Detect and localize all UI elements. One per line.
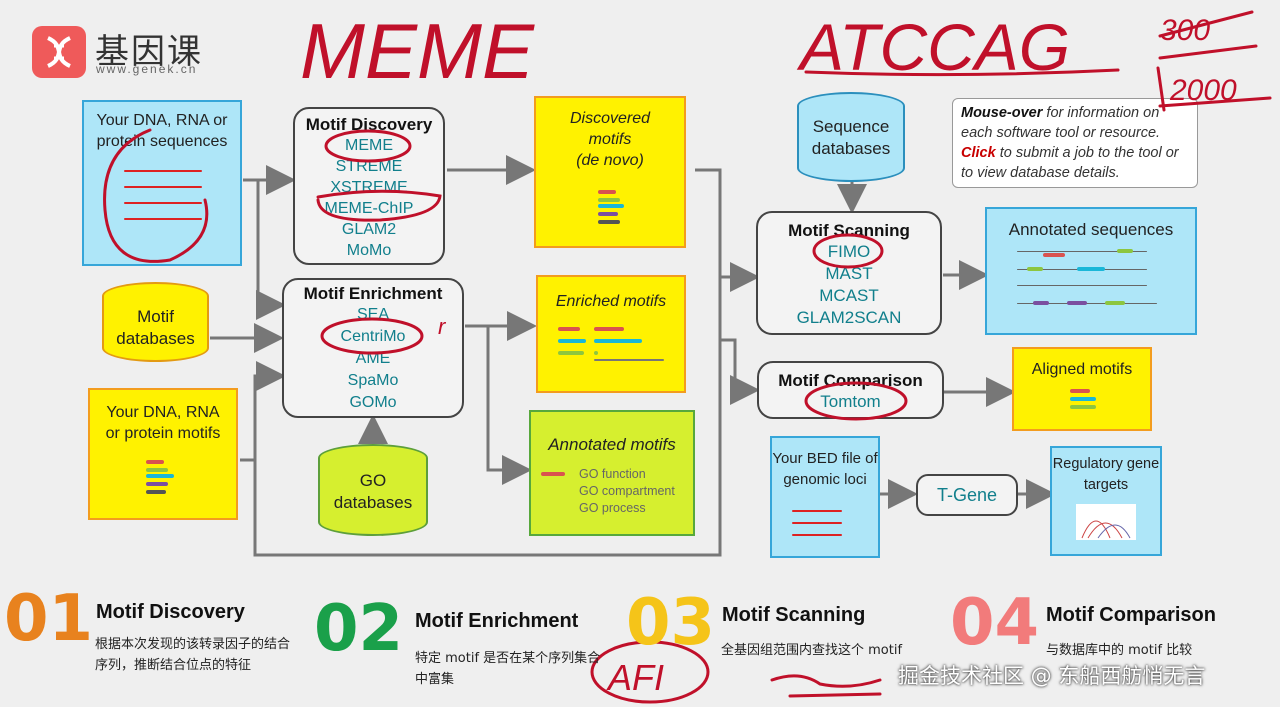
tool-mast[interactable]: MAST [825, 264, 873, 283]
input-motifs-line1: Your DNA, RNA [106, 404, 220, 421]
motif-scanning-box: Motif Scanning FIMO MAST MCAST GLAM2SCAN [756, 211, 942, 335]
seq-db-line2: databases [811, 139, 891, 158]
go-function-label: GO function [579, 467, 646, 481]
section-02-desc: 特定 motif 是否在某个序列集合中富集 [415, 651, 601, 687]
tool-spamo[interactable]: SpaMo [347, 372, 399, 389]
section-04-desc: 与数据库中的 motif 比较 [1046, 643, 1193, 658]
logo-url: www.genek.cn [96, 62, 198, 76]
input-motifs-doc[interactable]: Your DNA, RNA or protein motifs [88, 388, 238, 520]
discovered-line2: motifs [588, 131, 632, 148]
hand-meme-text: MEME [300, 7, 535, 95]
input-motifs-line2: or protein motifs [105, 425, 221, 442]
regulatory-arcs-icon [1076, 504, 1136, 540]
motif-databases-cylinder[interactable]: Motif databases [102, 282, 209, 362]
regulatory-line1: Regulatory gene [1052, 456, 1160, 472]
hand-n1-text: 300 [1160, 14, 1210, 47]
watermark: 掘金技术社区 @ 东船西舫悄无言 [898, 664, 1206, 688]
section-03-desc: 全基因组范围内查找这个 motif [721, 643, 903, 658]
input-sequences-line2: protein sequences [96, 133, 228, 150]
click-text: to submit a job to the tool or to view d… [961, 145, 1179, 181]
regulatory-line2: targets [1083, 477, 1129, 493]
mouse-over-label: Mouse-over [961, 105, 1043, 121]
enriched-motifs-doc[interactable]: Enriched motifs [536, 275, 686, 393]
tool-mcast[interactable]: MCAST [819, 286, 879, 305]
hand-seq-text: ATCCAG [796, 10, 1070, 84]
section-02-number: 02 [314, 592, 404, 666]
go-compartment-label: GO compartment [579, 484, 675, 498]
tgene-box: T-Gene [916, 474, 1018, 516]
tool-momo[interactable]: MoMo [346, 242, 392, 259]
input-sequences-line1: Your DNA, RNA or [96, 112, 228, 129]
section-03-number: 03 [626, 586, 716, 660]
annotated-motifs-title: Annotated motifs [548, 435, 676, 454]
hand-n2-text: 2000 [1169, 74, 1237, 107]
input-sequences-doc[interactable]: Your DNA, RNA or protein sequences [82, 100, 242, 266]
motif-discovery-box: Motif Discovery MEME STREME XSTREME MEME… [293, 107, 445, 265]
bed-line1: Your BED file of [772, 450, 878, 467]
section-02-title: Motif Enrichment [415, 610, 579, 632]
discovered-line3: (de novo) [576, 152, 644, 169]
enriched-title: Enriched motifs [555, 293, 667, 310]
discovered-line1: Discovered [569, 110, 651, 127]
annotated-motifs-doc[interactable]: Annotated motifs GO function GO compartm… [529, 410, 695, 536]
tool-streme[interactable]: STREME [335, 158, 403, 175]
section-04-title: Motif Comparison [1046, 604, 1216, 626]
bed-file-doc[interactable]: Your BED file of genomic loci [770, 436, 880, 558]
tool-centrimo[interactable]: CentriMo [340, 328, 406, 345]
section-01-desc: 根据本次发现的该转录因子的结合序列，推断结合位点的特征 [95, 637, 291, 673]
motif-discovery-title: Motif Discovery [305, 115, 433, 134]
tool-glam2scan[interactable]: GLAM2SCAN [796, 308, 902, 327]
hand-r-text: r [438, 314, 447, 339]
tool-fimo[interactable]: FIMO [827, 242, 871, 261]
aligned-motifs-title: Aligned motifs [1031, 361, 1133, 378]
dna-icon [47, 36, 71, 68]
section-01-title: Motif Discovery [96, 601, 245, 623]
discovered-motifs-doc[interactable]: Discovered motifs (de novo) [534, 96, 686, 248]
logo-name: 基因课 [95, 32, 203, 72]
go-databases-cylinder[interactable]: GO databases [318, 444, 428, 536]
tool-tgene[interactable]: T-Gene [936, 485, 998, 505]
section-03-title: Motif Scanning [722, 604, 866, 626]
motif-db-line1: Motif [137, 307, 174, 326]
section-04-number: 04 [950, 586, 1040, 660]
motif-db-line2: databases [116, 329, 195, 348]
help-info-box: Mouse-over for information on each softw… [952, 98, 1198, 188]
hand-afi-text: AFI [606, 657, 664, 698]
section-01-number: 01 [4, 582, 94, 656]
tool-meme[interactable]: MEME [345, 137, 393, 154]
motif-enrichment-title: Motif Enrichment [303, 284, 443, 303]
sequence-databases-cylinder[interactable]: Sequence databases [797, 92, 905, 182]
aligned-motifs-doc[interactable]: Aligned motifs [1012, 347, 1152, 431]
mouse-over-text: for information on each software tool or… [961, 105, 1161, 141]
tool-gomo[interactable]: GOMo [349, 394, 397, 411]
tool-meme-chip[interactable]: MEME-ChIP [324, 200, 414, 217]
annotated-seqs-title: Annotated sequences [1008, 220, 1174, 239]
logo-mark [32, 26, 86, 78]
click-label: Click [961, 145, 996, 161]
motif-enrichment-box: Motif Enrichment SEA CentriMo AME SpaMo … [282, 278, 464, 418]
regulatory-targets-doc[interactable]: Regulatory gene targets [1050, 446, 1162, 556]
annotated-sequences-doc[interactable]: Annotated sequences [985, 207, 1197, 335]
tool-tomtom[interactable]: Tomtom [820, 392, 881, 411]
go-process-label: GO process [579, 501, 646, 515]
go-db-line2: databases [333, 493, 413, 512]
seq-db-line1: Sequence [812, 117, 890, 136]
tool-glam2[interactable]: GLAM2 [341, 221, 397, 238]
motif-scanning-title: Motif Scanning [788, 221, 910, 240]
bed-line2: genomic loci [783, 471, 867, 488]
go-db-line1: GO [359, 471, 387, 490]
